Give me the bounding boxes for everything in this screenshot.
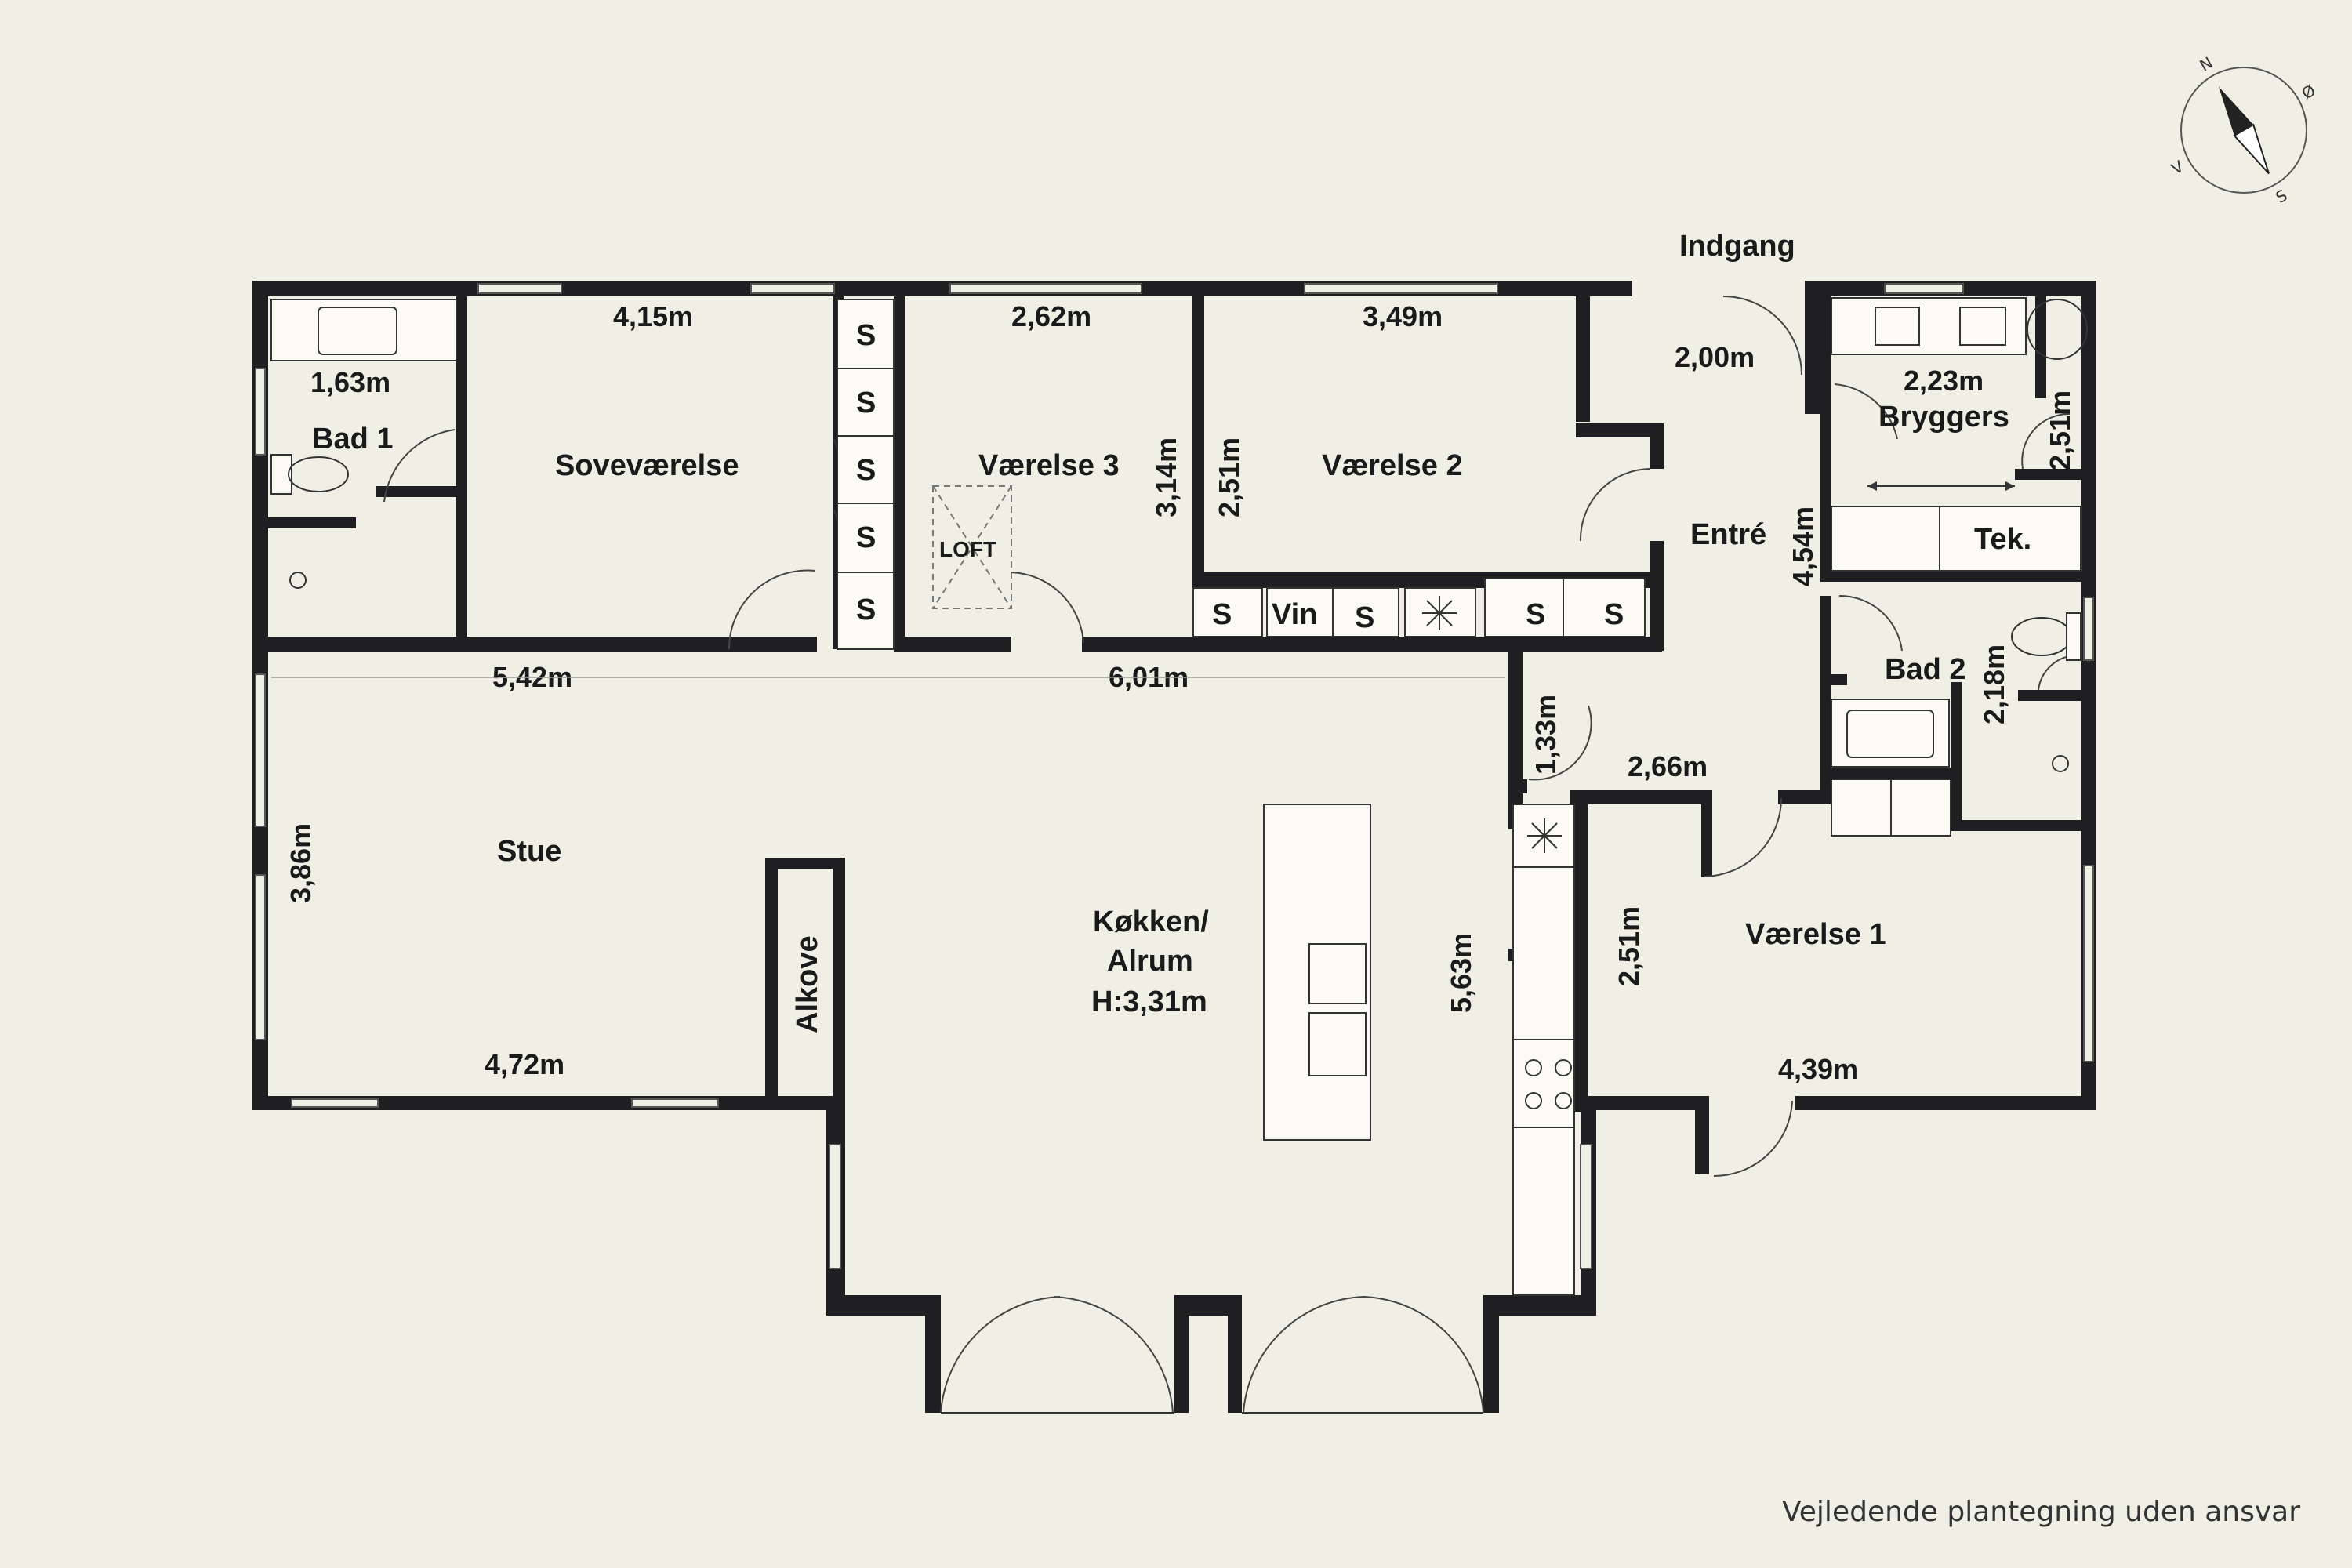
room-label-vaerelse3: Værelse 3 — [978, 449, 1120, 482]
dimension-v1-width: 4,39m — [1778, 1053, 1858, 1085]
dimension-v3-height: 3,14m — [1150, 437, 1182, 517]
room-label-alrum: Alrum — [1107, 945, 1193, 978]
loft-label: LOFT — [939, 537, 996, 561]
dimension-hall-width: 2,66m — [1628, 750, 1708, 782]
storage-label: S — [856, 387, 876, 419]
disclaimer-text: Vejledende plantegning uden ansvar — [1782, 1496, 2300, 1528]
dimension-v2-width: 3,49m — [1363, 300, 1443, 332]
room-label-tek: Tek. — [1974, 523, 2031, 556]
storage-label: S — [1355, 601, 1374, 634]
dimension-stue-width: 4,72m — [485, 1048, 564, 1080]
room-label-bad2: Bad 2 — [1885, 653, 1965, 686]
walls — [252, 281, 2096, 1413]
storage-label: S — [1526, 598, 1545, 631]
room-label-entre: Entré — [1690, 518, 1766, 551]
freezer-icon — [1527, 818, 1562, 853]
dimension-v1-height: 2,51m — [1613, 906, 1645, 986]
storage-label: S — [856, 593, 876, 626]
room-height-label: H:3,31m — [1091, 985, 1207, 1018]
dimension-v2-height: 2,51m — [1213, 437, 1245, 517]
room-label-vaerelse1: Værelse 1 — [1745, 918, 1886, 951]
wine-storage-label: Vin — [1272, 598, 1317, 631]
doors — [383, 296, 2077, 1414]
dimension-hall-height: 1,33m — [1530, 695, 1562, 775]
room-label-sovevaerelse: Soveværelse — [555, 449, 739, 482]
room-label-alkove: Alkove — [791, 935, 824, 1033]
dimension-entre-height: 4,54m — [1787, 506, 1819, 586]
room-label-kokken: Køkken/ — [1093, 906, 1209, 938]
entrance-label: Indgang — [1679, 230, 1795, 263]
compass-needle-north — [2219, 86, 2254, 136]
storage-label: S — [1212, 598, 1232, 631]
storage-label: S — [856, 319, 876, 352]
room-label-stue: Stue — [497, 835, 561, 868]
compass-o: Ø — [2299, 81, 2319, 103]
dimension-v3-width: 2,62m — [1011, 300, 1091, 332]
dimension-bryggers-width: 2,23m — [1904, 365, 1984, 397]
dimension-bad1-width: 1,63m — [310, 366, 390, 398]
compass-v: V — [2168, 157, 2187, 179]
fixtures — [270, 297, 2088, 1296]
dimension-sove-width: 4,15m — [613, 300, 693, 332]
storage-label: S — [856, 454, 876, 487]
dimension-kokken-height: 5,63m — [1445, 933, 1477, 1013]
storage-label: S — [856, 521, 876, 554]
room-label-vaerelse2: Værelse 2 — [1322, 449, 1463, 482]
compass-ring — [2180, 67, 2307, 194]
room-label-bryggers: Bryggers — [1878, 401, 2009, 434]
compass-n: N — [2196, 53, 2216, 75]
dimension-bad2-height: 2,18m — [1978, 644, 2010, 724]
dimension-stue-height: 3,86m — [285, 823, 317, 903]
freezer-icon — [1422, 596, 1457, 630]
compass-s: S — [2272, 186, 2290, 207]
storage-label: S — [1604, 598, 1624, 631]
compass: N Ø S V — [2168, 53, 2319, 207]
dimension-entre-width: 2,00m — [1675, 341, 1755, 373]
windows — [255, 283, 2094, 1269]
compass-needle-south — [2233, 123, 2270, 175]
dimension-bryggers-height: 2,51m — [2044, 390, 2076, 470]
room-label-bad1: Bad 1 — [312, 423, 393, 456]
